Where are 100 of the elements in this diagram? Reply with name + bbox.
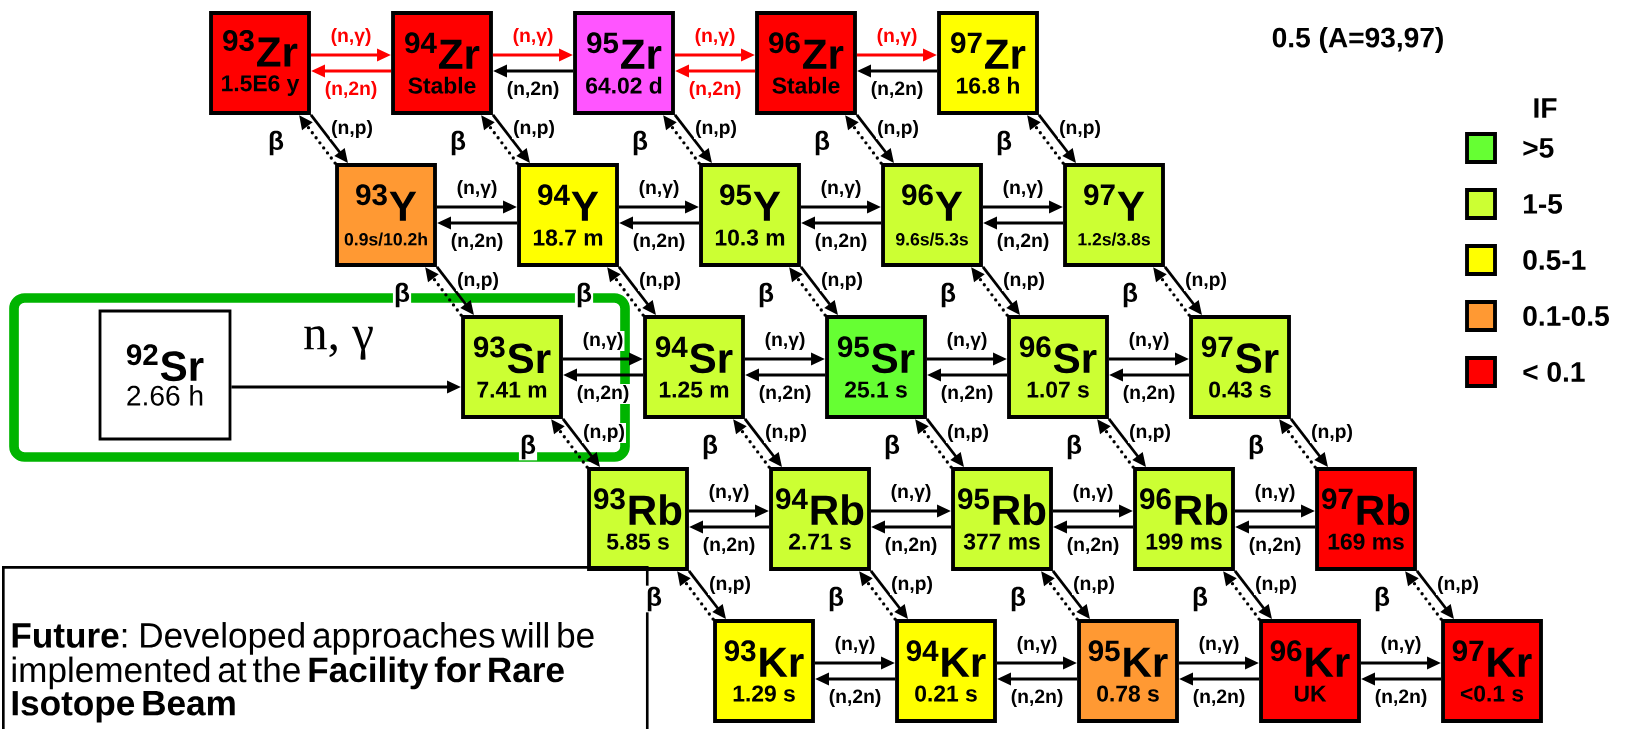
edge-label: (n,γ) [511, 26, 555, 48]
edge-label: β [266, 129, 286, 157]
edge-label: (n,2n) [883, 535, 939, 557]
isotope-box: $^{95}$Y 10.3 m [699, 163, 801, 267]
isotope-box: $^{96}$Sr 1.07 s [1007, 315, 1109, 419]
isotope-box: $^{96}$Zr Stable [755, 11, 857, 115]
edge-label: (n,2n) [1009, 687, 1065, 709]
edge-label: (n,p) [330, 118, 374, 140]
edge-label: β [448, 129, 468, 157]
isotope-box: $^{95}$Zr 64.02 d [573, 11, 675, 115]
isotope-box: $^{97}$Kr <0.1 s [1441, 619, 1543, 723]
isotope-box: $^{97}$Y 1.2s/3.8s [1063, 163, 1165, 267]
edge-label: (n,γ) [455, 178, 499, 200]
edge-label: β [1246, 433, 1266, 461]
legend-label: 0.1-0.5 [1523, 306, 1609, 326]
isotope-box: $^{94}$Zr Stable [391, 11, 493, 115]
edge-label: β [630, 129, 650, 157]
edge-label: β [826, 585, 846, 613]
edge-label: (n,2n) [449, 231, 505, 253]
edge-label: β [994, 129, 1014, 157]
edge-label: (n,γ) [581, 330, 625, 352]
edge-label: (n,p) [1002, 270, 1046, 292]
edge-label: β [812, 129, 832, 157]
isotope-box: $^{93}$Rb 5.85 s [587, 467, 689, 571]
isotope-box: $^{94}$Sr 1.25 m [643, 315, 745, 419]
edge-label: (n,p) [582, 422, 626, 444]
edge-label: (n,p) [456, 270, 500, 292]
edge-label: (n,γ) [693, 26, 737, 48]
isotope-box: $^{92}$Sr 2.66 h [98, 309, 232, 441]
edge-label: (n,2n) [323, 79, 379, 101]
edge-label: (n,p) [512, 118, 556, 140]
edge-label: (n,p) [1128, 422, 1172, 444]
edge-label: (n,2n) [827, 687, 883, 709]
legend-label: 1-5 [1524, 194, 1563, 214]
edge-label: β [1190, 585, 1210, 613]
edge-label: (n,p) [708, 574, 752, 596]
edge-label: (n,2n) [505, 79, 561, 101]
edge-label: β [700, 433, 720, 461]
edge-label: β [1008, 585, 1028, 613]
edge-label: (n,γ) [1197, 634, 1241, 656]
edge-label: (n,γ) [1001, 178, 1045, 200]
isotope-box: $^{93}$Zr 1.5E6 y [209, 11, 311, 115]
edge-label: (n,2n) [575, 383, 631, 405]
edge-label: (n,p) [1310, 422, 1354, 444]
edge-label: (n,2n) [1065, 535, 1121, 557]
edge-label: (n,p) [876, 118, 920, 140]
isotope-box: $^{97}$Rb 169 ms [1315, 467, 1417, 571]
edge-label: (n,γ) [1071, 482, 1115, 504]
edge-label: β [1064, 433, 1084, 461]
edge-label: (n,2n) [1191, 687, 1247, 709]
edge-label: (n,γ) [1015, 634, 1059, 656]
edge-label: (n,2n) [995, 231, 1051, 253]
edge-label: β [574, 281, 594, 309]
edge-label: n, γ [304, 326, 373, 360]
edge-label: β [756, 281, 776, 309]
edge-label: (n,2n) [631, 231, 687, 253]
edge-label: (n,γ) [1379, 634, 1423, 656]
isotope-box: $^{95}$Kr 0.78 s [1077, 619, 1179, 723]
isotope-box: $^{97}$Sr 0.43 s [1189, 315, 1291, 419]
edge-label: (n,2n) [687, 79, 743, 101]
edge-label: (n,2n) [939, 383, 995, 405]
isotope-box: $^{93}$Sr 7.41 m [461, 315, 563, 419]
edge-label: (n,p) [1058, 118, 1102, 140]
isotope-box: $^{94}$Y 18.7 m [517, 163, 619, 267]
edge-label: (n,p) [946, 422, 990, 444]
note-label: 0.5 (A=93,97) [1272, 26, 1443, 54]
edge-label: (n,2n) [869, 79, 925, 101]
edge-label: β [938, 281, 958, 309]
edge-label: (n,p) [1436, 574, 1480, 596]
edge-label: β [882, 433, 902, 461]
edge-label: (n,2n) [701, 535, 757, 557]
edge-label: (n,γ) [1127, 330, 1171, 352]
edge-label: (n,γ) [875, 26, 919, 48]
edge-label: (n,p) [694, 118, 738, 140]
edge-label: (n,2n) [1373, 687, 1429, 709]
isotope-box: $^{96}$Kr UK [1259, 619, 1361, 723]
edge-label: (n,γ) [945, 330, 989, 352]
edge-label: (n,γ) [833, 634, 877, 656]
legend-label: 0.5-1 [1523, 250, 1586, 270]
legend-label: < 0.1 [1523, 362, 1585, 382]
edge-label: (n,γ) [1253, 482, 1297, 504]
edge-label: (n,p) [638, 270, 682, 292]
edge-label: (n,2n) [1121, 383, 1177, 405]
legend-label: >5 [1523, 138, 1554, 158]
isotope-box: $^{94}$Kr 0.21 s [895, 619, 997, 723]
edge-label: (n,p) [890, 574, 934, 596]
edge-label: β [1372, 585, 1392, 613]
edge-label: β [392, 281, 412, 309]
isotope-box: $^{96}$Rb 199 ms [1133, 467, 1235, 571]
isotope-box: $^{93}$Kr 1.29 s [713, 619, 815, 723]
edge-label: (n,γ) [819, 178, 863, 200]
isotope-box: $^{95}$Rb 377 ms [951, 467, 1053, 571]
isotope-box: $^{95}$Sr 25.1 s [825, 315, 927, 419]
edge-label: β [518, 433, 538, 461]
edge-label: (n,γ) [763, 330, 807, 352]
note-label: IF [1534, 98, 1557, 118]
edge-label: (n,2n) [757, 383, 813, 405]
edge-label: (n,p) [1254, 574, 1298, 596]
edge-label: β [644, 585, 664, 613]
edge-label: (n,2n) [1247, 535, 1303, 557]
